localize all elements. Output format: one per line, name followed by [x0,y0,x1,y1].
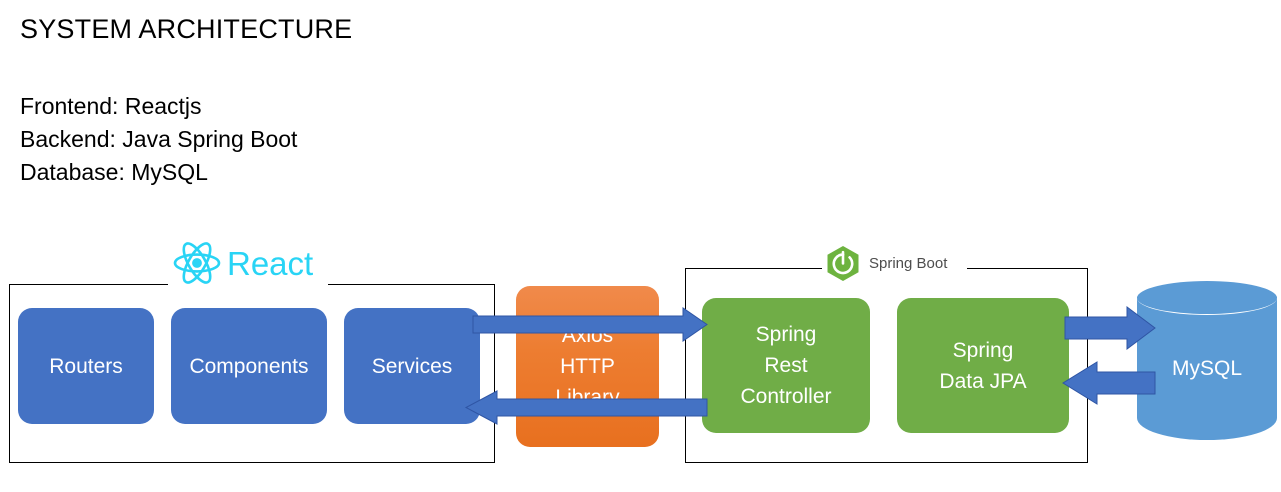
spec-database: Database: MySQL [20,159,208,185]
page-title: SYSTEM ARCHITECTURE [20,14,353,44]
cylinder-body [1137,297,1277,440]
node-spring-data-jpa-line-1: Spring [952,338,1014,362]
spring-boot-leaf-icon [827,245,859,281]
react-logo-label: React [227,244,314,282]
node-axios-line-1: Axios [561,324,614,347]
node-rest-controller-line-1: Spring [755,323,817,346]
node-routers-label: Routers [49,354,123,378]
node-spring-data-jpa[interactable]: Spring Data JPA [897,298,1069,433]
node-spring-data-jpa-line-2: Data JPA [939,369,1027,393]
database-mysql-cylinder[interactable]: MySQL [1137,281,1277,456]
spring-boot-logo: Spring Boot [822,243,967,283]
node-components[interactable]: Components [171,308,327,424]
database-mysql-label: MySQL [1171,356,1242,380]
node-services[interactable]: Services [344,308,480,424]
node-axios-http-library[interactable]: Axios HTTP Library [516,286,659,447]
react-atom-icon [173,242,221,284]
node-routers[interactable]: Routers [18,308,154,424]
node-rest-controller-line-2: Rest [764,354,808,377]
node-components-label: Components [189,354,309,378]
node-spring-rest-controller[interactable]: Spring Rest Controller [702,298,870,433]
cylinder-top-ellipse [1137,281,1277,315]
tech-stack-list: Frontend: Reactjs Backend: Java Spring B… [20,90,297,189]
node-rest-controller-line-3: Controller [740,385,832,408]
spec-backend: Backend: Java Spring Boot [20,126,298,152]
spring-boot-logo-label: Spring Boot [869,254,948,272]
node-axios-line-2: HTTP [560,355,615,378]
spec-frontend: Frontend: Reactjs [20,93,202,119]
node-services-label: Services [371,354,453,378]
node-axios-line-3: Library [555,386,620,409]
react-logo: React [172,238,324,288]
